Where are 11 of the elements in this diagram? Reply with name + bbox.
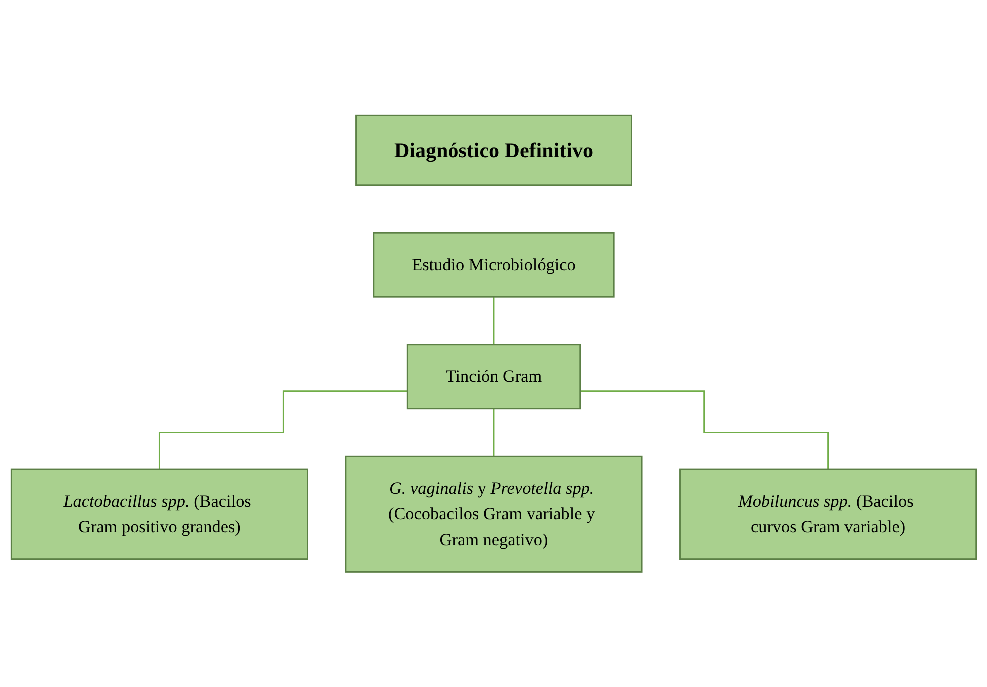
connector <box>492 408 494 457</box>
node-box <box>344 456 642 572</box>
node-box <box>355 114 632 186</box>
connector <box>580 390 829 470</box>
node-box <box>679 468 977 560</box>
node-box <box>406 344 581 410</box>
flowchart-diagram: Diagnóstico Definitivo Estudio Microbiológico Tinción Gram Lactobacillus spp. (Bacilos Gram positivo grandes) G. vaginalis y Prevotella spp. (Cocobacilos Gram variable y Gram negativo) Mobiluncus spp. (Bacilos curvos Gram variable) <box>4 108 984 580</box>
connector <box>492 296 494 346</box>
node-box <box>10 468 308 560</box>
connector <box>158 390 408 470</box>
node-box <box>372 232 614 298</box>
